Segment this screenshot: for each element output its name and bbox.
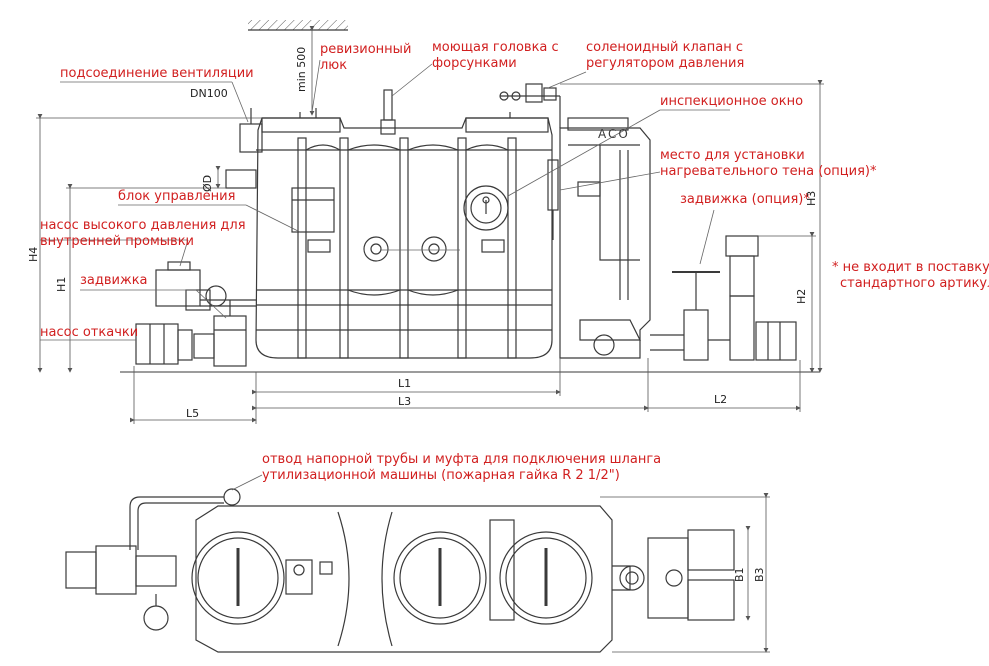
side-view (120, 83, 820, 373)
outlet-pipe (225, 169, 257, 189)
top-tank-outline (195, 505, 613, 653)
right-pump (708, 235, 797, 361)
label-inspection-window: инспекционное окно (660, 94, 804, 109)
gate-valve-left (213, 300, 247, 367)
dim-h3: H3 (805, 190, 818, 206)
dim-dn100: DN100 (190, 87, 228, 100)
wash-head (383, 89, 393, 121)
label-gate-valve: задвижка (80, 273, 148, 288)
heater-element (547, 159, 559, 211)
left-lid (261, 117, 341, 133)
label-wash-head-2: форсунками (432, 56, 517, 71)
dim-b1: B1 (733, 567, 746, 582)
dim-l1: L1 (398, 377, 412, 390)
dim-l5: L5 (186, 407, 200, 420)
label-revision-hatch-2: люк (320, 58, 348, 73)
dim-od: ØD (201, 174, 214, 192)
tank-ribs (297, 137, 517, 359)
label-pressure-pipe-2: утилизационной машины (пожарная гайка R … (262, 468, 620, 483)
pressure-pipe-connector (223, 488, 241, 506)
hp-pump (155, 261, 256, 311)
dim-l2: L2 (714, 393, 728, 406)
label-revision-hatch-1: ревизионный (320, 42, 412, 57)
label-solenoid-2: регулятором давления (586, 56, 745, 71)
brand-aco: ACO (598, 127, 630, 141)
solenoid-valve (499, 83, 561, 128)
label-not-included-2: стандартного артикула (840, 276, 989, 291)
top-lid-2 (393, 531, 487, 625)
gate-valve-right (650, 271, 720, 361)
dim-h4: H4 (27, 246, 40, 262)
control-unit-box (291, 187, 335, 233)
label-pressure-pipe-1: отвод напорной трубы и муфта для подключ… (262, 452, 662, 467)
label-wash-head-1: моющая головка с (432, 40, 559, 55)
right-chamber (559, 127, 651, 359)
label-hp-pump-1: насос высокого давления для (40, 218, 246, 233)
label-heater-2: нагревательного тена (опция)* (660, 164, 877, 179)
dim-h1: H1 (55, 276, 68, 292)
top-lid-3 (499, 531, 593, 625)
label-ventilation: подсоединение вентиляции (60, 66, 254, 81)
top-lid-1 (191, 531, 285, 625)
sight-hole-2 (421, 236, 447, 262)
label-heater-1: место для установки (660, 148, 805, 163)
inspection-window (463, 185, 509, 231)
label-solenoid-1: соленоидный клапан с (586, 40, 744, 55)
leader-lines (40, 59, 730, 491)
label-gate-valve-option: задвижка (опция)* (680, 192, 810, 207)
dim-b3: B3 (753, 567, 766, 582)
label-control-unit: блок управления (118, 189, 236, 204)
dim-l3: L3 (398, 395, 412, 408)
label-not-included-1: * не входит в поставку (832, 260, 989, 275)
label-hp-pump-2: внутренней промывки (40, 234, 194, 249)
top-view (65, 488, 735, 653)
dim-h2: H2 (795, 288, 808, 304)
drain-pump (135, 323, 215, 365)
dim-min500: min 500 (295, 46, 308, 92)
label-drain-pump: насос откачки (40, 325, 139, 340)
right-lid (465, 117, 549, 133)
ceiling-hatch (248, 20, 348, 30)
sight-hole-1 (363, 236, 389, 262)
